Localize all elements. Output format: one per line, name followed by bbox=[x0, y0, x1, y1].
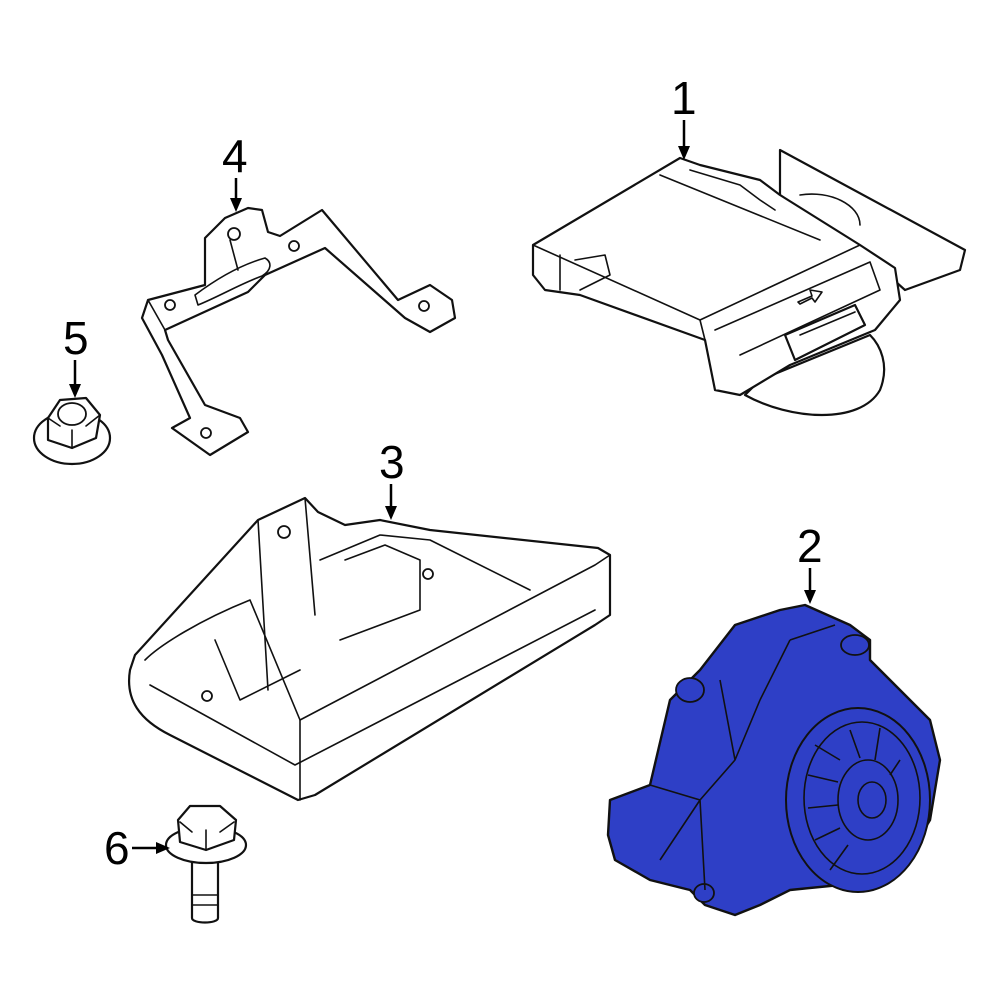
part-3-mounting-tray[interactable] bbox=[127, 496, 612, 802]
callout-4: 4 bbox=[222, 130, 248, 212]
callout-label-5: 5 bbox=[63, 312, 89, 364]
callout-label-2: 2 bbox=[797, 520, 823, 572]
part-2-alarm-siren[interactable] bbox=[606, 603, 942, 917]
callout-label-6: 6 bbox=[104, 822, 130, 874]
callout-label-1: 1 bbox=[671, 72, 697, 124]
part-6-bolt[interactable] bbox=[164, 804, 248, 924]
part-4-bracket[interactable] bbox=[140, 206, 457, 457]
callout-1: 1 bbox=[671, 72, 697, 160]
part-1-control-module[interactable] bbox=[531, 148, 967, 416]
callout-5: 5 bbox=[63, 312, 89, 398]
callout-label-3: 3 bbox=[379, 436, 405, 488]
callout-label-4: 4 bbox=[222, 130, 248, 182]
callout-2: 2 bbox=[797, 520, 823, 604]
callout-3: 3 bbox=[379, 436, 405, 520]
part-5-nut[interactable] bbox=[32, 396, 112, 466]
callout-6: 6 bbox=[104, 822, 170, 874]
